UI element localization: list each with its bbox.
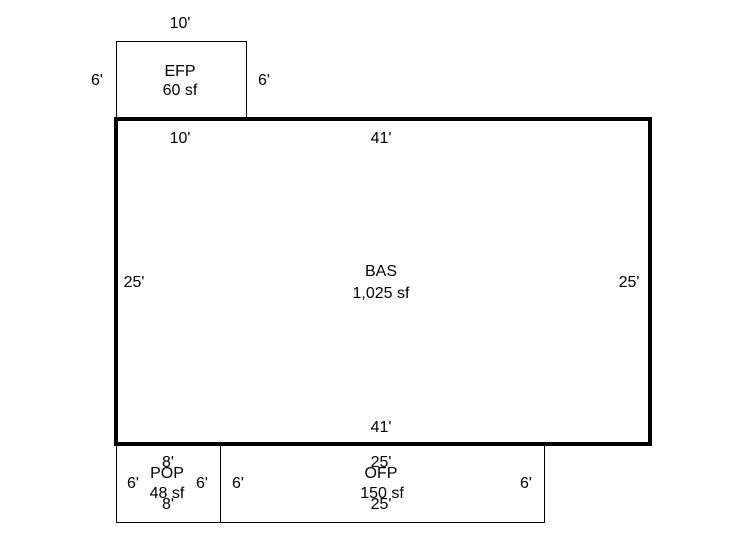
efp-area: 10' 6' 6' EFP 60 sf 10': [91, 15, 270, 147]
bas-code-label: BAS: [365, 263, 397, 280]
pop-code-label: POP: [150, 465, 184, 482]
bas-top-dimension: 41': [371, 130, 392, 147]
ofp-top-dimension: 25': [371, 454, 392, 471]
bas-area-label: 1,025 sf: [353, 285, 410, 302]
pop-area-label: 48 sf: [150, 485, 185, 502]
pop-bottom-dimension: 8': [162, 496, 174, 513]
bas-bottom-dimension: 41': [371, 419, 392, 436]
ofp-code-label: OFP: [365, 465, 398, 482]
ofp-right-dimension: 6': [520, 475, 532, 492]
bas-outline: [114, 117, 652, 446]
pop-left-dimension: 6': [127, 475, 139, 492]
efp-top-dimension: 10': [170, 15, 191, 32]
pop-right-dimension: 6': [196, 475, 208, 492]
efp-left-dimension: 6': [91, 72, 103, 89]
efp-bottom-dimension: 10': [170, 130, 191, 147]
ofp-area: 25' OFP 6' 6' 150 sf 25': [220, 444, 545, 523]
efp-code-label: EFP: [164, 63, 195, 80]
bas-left-dimension: 25': [124, 274, 145, 291]
efp-outline: [116, 41, 247, 119]
ofp-left-dimension: 6': [232, 475, 244, 492]
efp-area-label: 60 sf: [163, 82, 198, 99]
pop-area: 8' POP 6' 6' 48 sf 8': [116, 444, 221, 523]
ofp-bottom-dimension: 25': [371, 496, 392, 513]
bas-right-dimension: 25': [619, 274, 640, 291]
bas-area: 41' 25' 25' BAS 1,025 sf 41': [114, 117, 652, 446]
pop-top-dimension: 8': [162, 454, 174, 471]
ofp-area-label: 150 sf: [360, 485, 404, 502]
efp-right-dimension: 6': [258, 72, 270, 89]
